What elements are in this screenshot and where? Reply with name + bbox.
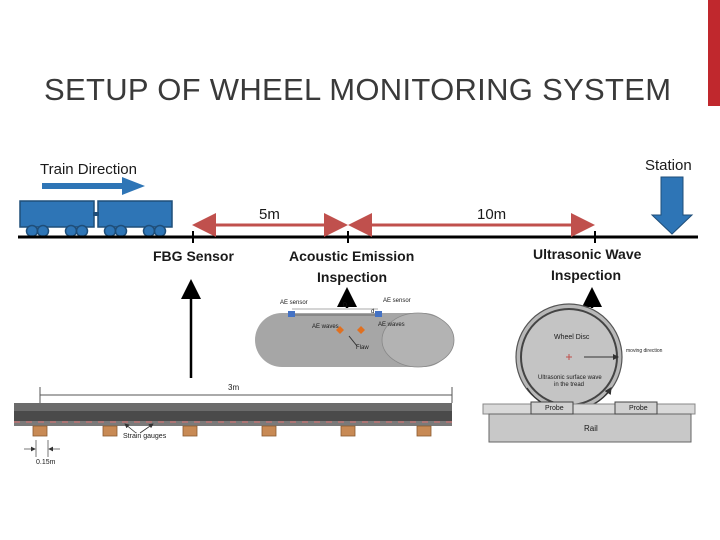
ae-figure — [255, 308, 455, 368]
gauge-spacing-label: 0.15m — [36, 459, 56, 466]
wheel-disc-label: Wheel Disc — [554, 334, 590, 341]
ae-d-upper-label: D — [343, 303, 348, 309]
train-direction-label: Train Direction — [40, 161, 137, 178]
accent-bar — [708, 0, 720, 106]
fbg-length-label: 3m — [228, 383, 240, 392]
train-direction-arrow — [42, 177, 145, 195]
surface-wave-label-1: Ultrasonic surface wave — [538, 375, 602, 381]
strain-gauges-label: Strain gauges — [123, 433, 167, 440]
probe-left-label: Probe — [545, 405, 564, 412]
train — [19, 200, 173, 238]
ae-waves-left-label: AE waves — [312, 324, 339, 330]
ae-d-lower-label: d — [371, 309, 375, 315]
ae-flaw-label: Flaw — [356, 345, 369, 351]
fbg-sensor-label: FBG Sensor — [153, 248, 234, 264]
distance-10m-label: 10m — [477, 206, 507, 223]
rail-label: Rail — [584, 424, 598, 433]
ae-sensor-left-label: AE sensor — [280, 300, 308, 306]
slide-title: SETUP OF WHEEL MONITORING SYSTEM — [44, 72, 672, 107]
ae-waves-right-label: AE waves — [378, 322, 405, 328]
acoustic-emission-label: Acoustic Emission — [289, 248, 415, 264]
ae-sensor-right-label: AE sensor — [383, 298, 411, 304]
fbg-figure — [14, 387, 453, 457]
distance-5m-label: 5m — [259, 206, 280, 223]
surface-wave-label-2: in the tread — [554, 382, 585, 388]
probe-right-label: Probe — [629, 405, 648, 412]
moving-direction-label: moving direction — [626, 348, 663, 354]
station-label: Station — [645, 157, 692, 174]
station-arrow-icon — [650, 176, 694, 235]
us-figure — [482, 303, 696, 443]
ultrasonic-inspection-label: Inspection — [551, 267, 622, 283]
ultrasonic-wave-label: Ultrasonic Wave — [533, 246, 642, 262]
acoustic-inspection-label: Inspection — [317, 269, 388, 285]
